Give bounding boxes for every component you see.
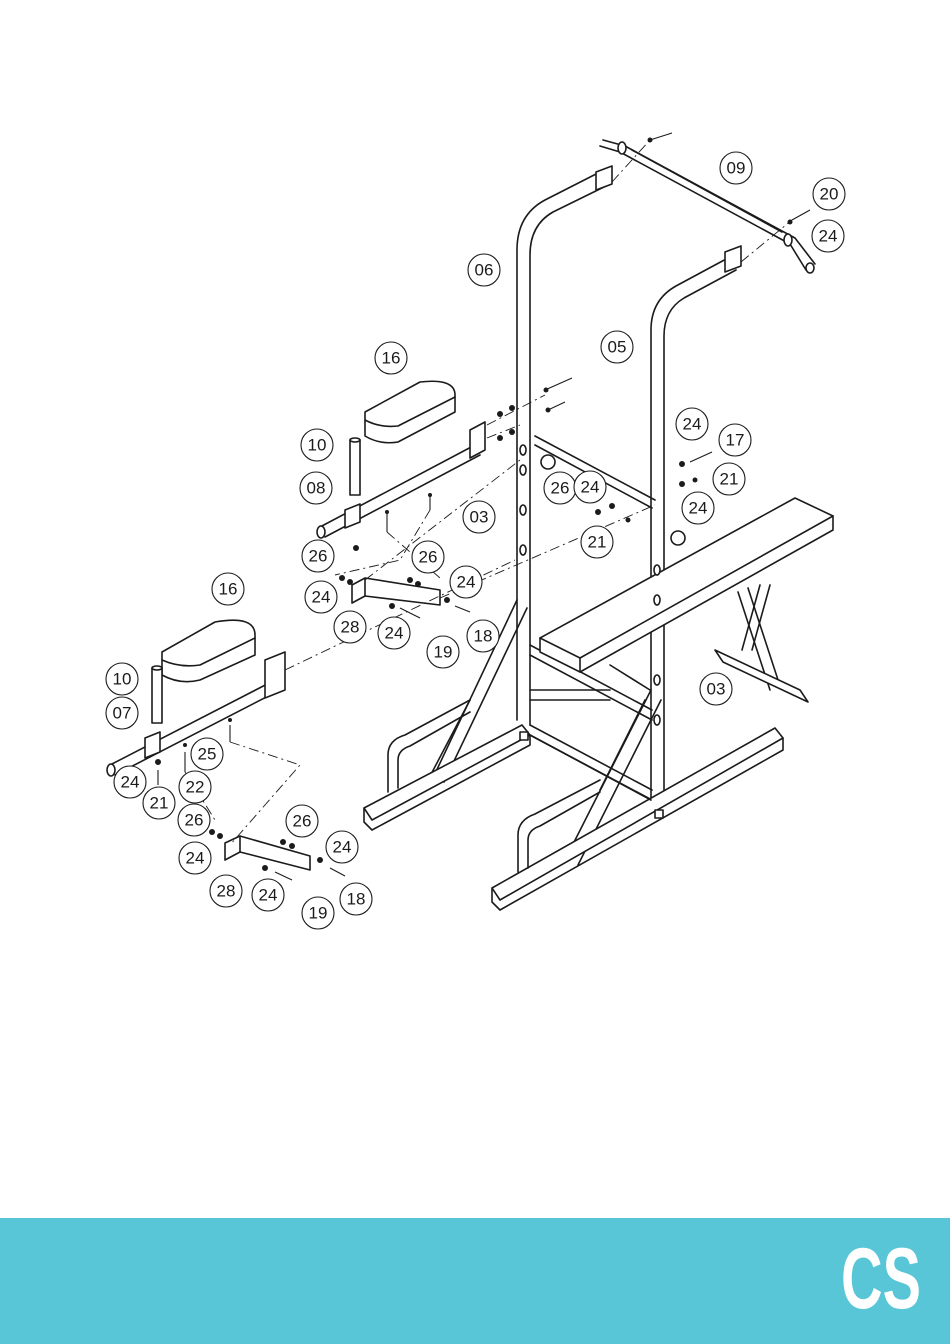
part-callout-24: 24 xyxy=(305,581,337,613)
callout-label: 24 xyxy=(819,227,838,246)
part-callout-06: 06 xyxy=(468,254,500,286)
callout-label: 20 xyxy=(820,185,839,204)
callout-label: 24 xyxy=(683,415,702,434)
callout-label: 16 xyxy=(382,349,401,368)
callout-label: 18 xyxy=(474,627,493,646)
part-callout-24: 24 xyxy=(179,842,211,874)
callout-label: 28 xyxy=(217,882,236,901)
part-callout-20: 20 xyxy=(813,178,845,210)
part-callout-21: 21 xyxy=(581,526,613,558)
bracket-28-upper xyxy=(352,578,440,605)
callout-label: 24 xyxy=(121,773,140,792)
part-callout-07: 07 xyxy=(106,697,138,729)
part-callout-19: 19 xyxy=(302,897,334,929)
callout-label: 07 xyxy=(113,704,132,723)
part-callout-05: 05 xyxy=(601,331,633,363)
callout-label: 26 xyxy=(309,547,328,566)
part-callout-24: 24 xyxy=(676,408,708,440)
callout-label: 19 xyxy=(309,904,328,923)
part-callout-18: 18 xyxy=(340,883,372,915)
callout-label: 24 xyxy=(689,499,708,518)
part-callout-19: 19 xyxy=(427,636,459,668)
part-callout-28: 28 xyxy=(334,611,366,643)
part-callout-22: 22 xyxy=(179,771,211,803)
upright-frame-05 xyxy=(651,246,741,805)
cs-logo: CS xyxy=(840,1232,922,1318)
part-callout-24: 24 xyxy=(682,492,714,524)
callout-label: 26 xyxy=(185,811,204,830)
part-callout-25: 25 xyxy=(191,738,223,770)
part-callout-21: 21 xyxy=(713,463,745,495)
upper-dip-arm-08 xyxy=(317,381,485,538)
part-callout-24: 24 xyxy=(378,617,410,649)
callout-label: 26 xyxy=(293,812,312,831)
part-callout-09: 09 xyxy=(720,152,752,184)
callout-label: 21 xyxy=(150,794,169,813)
part-callout-08: 08 xyxy=(300,472,332,504)
bracket-28-lower xyxy=(225,836,310,870)
callout-label: 16 xyxy=(219,580,238,599)
part-callout-24: 24 xyxy=(574,471,606,503)
callout-label: 05 xyxy=(608,338,627,357)
callout-label: 25 xyxy=(198,745,217,764)
part-callout-16: 16 xyxy=(375,342,407,374)
bench xyxy=(540,498,833,702)
part-callout-26: 26 xyxy=(302,540,334,572)
callout-label: 26 xyxy=(551,479,570,498)
part-callout-17: 17 xyxy=(719,424,751,456)
callout-label: 21 xyxy=(588,533,607,552)
callout-label: 22 xyxy=(186,778,205,797)
part-callout-18: 18 xyxy=(467,620,499,652)
callout-label: 10 xyxy=(113,670,132,689)
callout-label: 24 xyxy=(312,588,331,607)
part-callout-10: 10 xyxy=(301,429,333,461)
base-feet xyxy=(364,700,783,910)
part-callout-24: 24 xyxy=(326,831,358,863)
part-callout-10: 10 xyxy=(106,663,138,695)
callout-label: 10 xyxy=(308,436,327,455)
part-callout-21: 21 xyxy=(143,787,175,819)
part-callout-26: 26 xyxy=(286,805,318,837)
callout-label: 18 xyxy=(347,890,366,909)
callout-label: 24 xyxy=(457,573,476,592)
part-callout-03: 03 xyxy=(700,673,732,705)
callout-label: 21 xyxy=(720,470,739,489)
part-callout-24: 24 xyxy=(450,566,482,598)
part-callout-28: 28 xyxy=(210,875,242,907)
part-callout-24: 24 xyxy=(812,220,844,252)
exploded-assembly-diagram: 09 20 24 06 05 16 10 08 03 24 17 26 24 21 24 21 26 26 24 24… xyxy=(0,0,950,1215)
callout-label: 06 xyxy=(475,261,494,280)
part-callout-16: 16 xyxy=(212,573,244,605)
footer-bar xyxy=(0,1218,950,1344)
callout-label: 03 xyxy=(470,508,489,527)
part-callout-24: 24 xyxy=(114,766,146,798)
part-callout-26: 26 xyxy=(178,804,210,836)
callout-label: 28 xyxy=(341,618,360,637)
callout-label: 24 xyxy=(385,624,404,643)
part-callout-26: 26 xyxy=(412,541,444,573)
callout-label: 26 xyxy=(419,548,438,567)
part-callout-03: 03 xyxy=(463,501,495,533)
callout-label: 09 xyxy=(727,159,746,178)
callout-label: 24 xyxy=(186,849,205,868)
callout-label: 24 xyxy=(259,886,278,905)
callout-label: 08 xyxy=(307,479,326,498)
logo-text: CS xyxy=(841,1232,921,1318)
callout-label: 17 xyxy=(726,431,745,450)
callout-label: 03 xyxy=(707,680,726,699)
callout-label: 24 xyxy=(581,478,600,497)
callout-label: 19 xyxy=(434,643,453,662)
part-callout-26: 26 xyxy=(544,472,576,504)
part-callout-24: 24 xyxy=(252,879,284,911)
callout-label: 24 xyxy=(333,838,352,857)
